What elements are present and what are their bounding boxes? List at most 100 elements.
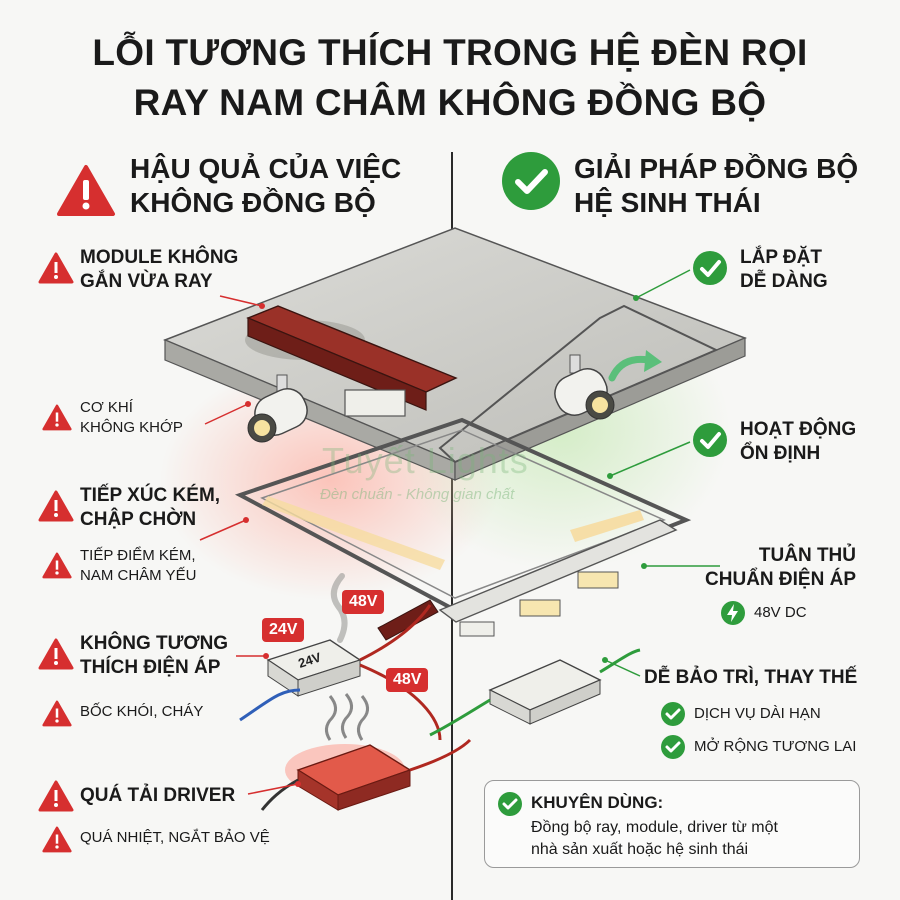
recommendation-line: nhà sản xuất hoặc hệ sinh thái: [531, 841, 749, 858]
install-arrow: [608, 355, 652, 382]
hot-cable-2: [260, 778, 299, 811]
item-title-line: CHẬP CHỜN: [80, 509, 197, 530]
cable-left-red: [359, 604, 432, 662]
recommendation-box: KHUYÊN DÙNG: Đồng bộ ray, module, driver…: [484, 780, 860, 868]
item-title-line: CHUẨN ĐIỆN ÁP: [705, 569, 856, 590]
leader-maint: [604, 659, 641, 677]
warning-icon: [42, 826, 72, 853]
item-sub-line: NAM CHÂM YẾU: [80, 567, 197, 584]
item-voltage-standard: TUÂN THỦ CHUẨN ĐIỆN ÁP: [700, 544, 856, 592]
item-title-line: LẮP ĐẶT: [740, 247, 822, 268]
item-title-line: TUÂN THỦ: [758, 545, 856, 566]
left-heading-line-2: KHÔNG ĐỒNG BỘ: [130, 187, 376, 218]
warm-strip-left: [262, 496, 445, 570]
recommendation-line: Đồng bộ ray, module, driver từ một: [531, 819, 778, 836]
cable-left-blue: [239, 688, 301, 722]
recommendation-title: KHUYÊN DÙNG:: [531, 793, 664, 812]
mounted-driver-left: [344, 389, 406, 417]
rail-module-3: [577, 571, 619, 589]
item-overheat: QUÁ NHIỆT, NGẮT BẢO VỆ: [80, 829, 270, 846]
heat-wave-2: [341, 693, 353, 739]
badge-48v-top: 48V: [342, 590, 385, 614]
item-title-line: DỄ DÀNG: [740, 271, 828, 292]
left-heading: HẬU QUẢ CỦA VIỆC KHÔNG ĐỒNG BỘ: [130, 152, 401, 220]
item-easy-maintenance: DỄ BẢO TRÌ, THAY THẾ: [644, 667, 858, 688]
item-driver-overload: QUÁ TẢI DRIVER: [80, 785, 236, 806]
linear-frame-outer: [234, 417, 692, 613]
item-poor-contact: TIẾP XÚC KÉM, CHẬP CHỜN: [80, 484, 220, 532]
smoke-wisp-1: [330, 573, 348, 643]
warning-icon: [42, 552, 72, 579]
right-heading: GIẢI PHÁP ĐỒNG BỘ HỆ SINH THÁI: [574, 152, 858, 220]
item-mechanical-mismatch: CƠ KHÍ KHÔNG KHỚP: [80, 398, 183, 438]
voltage-48v-dc: 48V DC: [754, 604, 807, 621]
leader-install: [635, 269, 691, 299]
lightning-icon: [721, 601, 745, 625]
check-icon: [661, 702, 685, 726]
item-title-line: GẮN VỪA RAY: [80, 271, 213, 292]
watermark-brand: Tuyết Lights: [322, 440, 529, 481]
rail-module-1: [459, 621, 495, 637]
leader-mech: [204, 403, 249, 425]
right-heading-line-2: HỆ SINH THÁI: [574, 187, 761, 218]
warning-icon: [38, 490, 74, 522]
lower-red-rail: [377, 599, 439, 641]
item-voltage-incompatible: KHÔNG TƯƠNG THÍCH ĐIỆN ÁP: [80, 632, 228, 680]
leader-stable: [609, 441, 691, 477]
item-title-line: HOẠT ĐỘNG: [740, 419, 857, 440]
item-title-line: TIẾP XÚC KÉM,: [80, 485, 221, 506]
linear-frame-inner: [260, 429, 666, 599]
item-sub-line: TIẾP ĐIỂM KÉM,: [80, 547, 196, 564]
warning-icon: [38, 252, 74, 284]
leader-module: [219, 295, 263, 307]
spotlight-right: [554, 354, 615, 420]
warning-icon: [42, 700, 72, 727]
warning-icon: [42, 404, 72, 431]
item-long-term-service: DỊCH VỤ DÀI HẠN: [694, 705, 821, 722]
warm-strip-right: [570, 510, 644, 542]
item-sub-line: CƠ KHÍ: [80, 399, 133, 416]
item-module-not-fit: MODULE KHÔNG GẮN VỪA RAY: [80, 246, 238, 294]
item-smoke-burn: BỐC KHÓI, CHÁY: [80, 703, 204, 720]
item-title-line: THÍCH ĐIỆN ÁP: [80, 657, 221, 678]
item-easy-install: LẮP ĐẶT DỄ DÀNG: [740, 246, 828, 294]
rail-module-2: [519, 599, 561, 617]
warning-icon-large: [57, 165, 115, 216]
watermark-tagline: Đèn chuẩn - Không gian chất: [320, 486, 515, 503]
item-weak-magnet: TIẾP ĐIỂM KÉM, NAM CHÂM YẾU: [80, 546, 196, 586]
driver-24v-label: 24V: [296, 649, 323, 671]
item-title-line: MODULE KHÔNG: [80, 247, 239, 268]
page-title: LỖI TƯƠNG THÍCH TRONG HỆ ĐÈN RỌI RAY NAM…: [0, 28, 900, 128]
leader-driver: [247, 783, 299, 795]
check-icon: [693, 251, 727, 285]
hot-cable: [409, 738, 472, 772]
title-line-2: RAY NAM CHÂM KHÔNG ĐỒNG BỘ: [133, 82, 767, 123]
item-stable-operation: HOẠT ĐỘNG ỔN ĐỊNH: [740, 418, 856, 466]
cable-down: [359, 663, 442, 741]
badge-24v: 24V: [262, 618, 305, 642]
leader-contact: [199, 519, 247, 541]
heat-wave-3: [357, 695, 369, 741]
title-line-1: LỖI TƯƠNG THÍCH TRONG HỆ ĐÈN RỌI: [92, 32, 808, 73]
cable-right-green: [599, 648, 641, 674]
left-heading-line-1: HẬU QUẢ CỦA VIỆC: [130, 153, 402, 184]
recommendation-text: Đồng bộ ray, module, driver từ một nhà s…: [531, 817, 851, 861]
heat-wave-1: [325, 695, 337, 741]
item-sub-line: KHÔNG KHỚP: [80, 419, 183, 436]
lower-gray-rail: [438, 519, 678, 623]
warning-icon: [38, 638, 74, 670]
item-future-expansion: MỞ RỘNG TƯƠNG LAI: [694, 738, 857, 755]
check-icon: [661, 735, 685, 759]
badge-48v-bottom: 48V: [386, 668, 429, 692]
check-icon: [498, 792, 522, 816]
right-heading-line-1: GIẢI PHÁP ĐỒNG BỘ: [574, 153, 859, 184]
spotlight-left: [247, 374, 308, 443]
check-icon-large: [502, 152, 560, 210]
warning-icon: [38, 780, 74, 812]
red-rail-side: [247, 317, 427, 411]
item-title-line: ỔN ĐỊNH: [740, 443, 821, 464]
cable-right-green-2: [429, 698, 491, 737]
item-title-line: KHÔNG TƯƠNG: [80, 633, 229, 654]
check-icon: [693, 423, 727, 457]
